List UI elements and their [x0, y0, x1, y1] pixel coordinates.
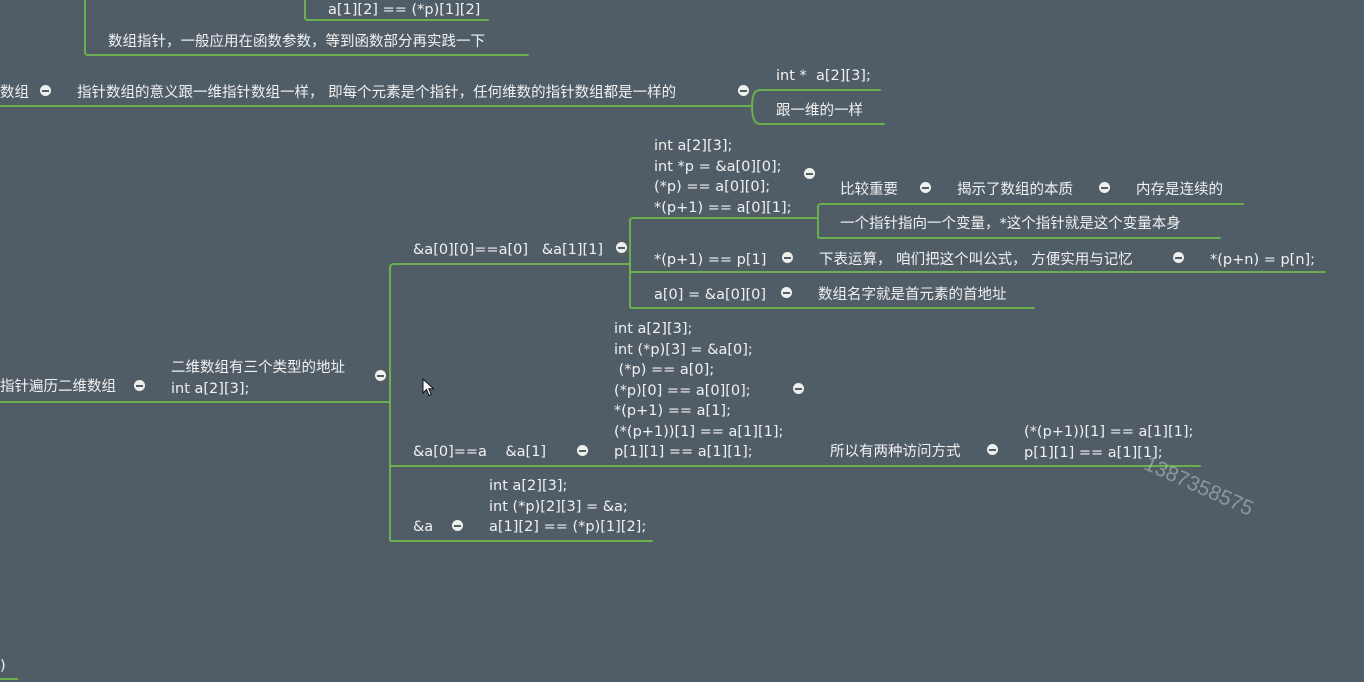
same-as-1d-node[interactable]: 跟一维的一样	[776, 103, 863, 119]
bottom-tail-node[interactable]: )	[0, 658, 6, 674]
bottom-branch	[0, 678, 18, 680]
reveal-essence-node[interactable]: 揭示了数组的本质	[957, 182, 1073, 198]
link-elem-spine	[629, 217, 1326, 309]
elem-code-node[interactable]: int a[2][3]; int *p = &a[0][0]; (*p) == …	[654, 138, 792, 216]
collapse-toggle-icon[interactable]	[782, 252, 793, 263]
whole-code-node[interactable]: int a[2][3]; int (*p)[2][3] = &a; a[1][2…	[489, 478, 647, 535]
collapse-toggle-icon[interactable]	[804, 168, 815, 179]
row-address-node[interactable]: &a[0]==a &a[1]	[413, 444, 547, 460]
subscript-formula-node[interactable]: 下表运算， 咱们把这个叫公式， 方便实用与记忆	[819, 252, 1133, 268]
subscript-expr-node[interactable]: *(p+1) == p[1]	[654, 252, 767, 268]
two-access-ways-node[interactable]: 所以有两种访问方式	[830, 444, 961, 460]
elem-address-node[interactable]: &a[0][0]==a[0] &a[1][1]	[413, 242, 604, 258]
collapse-toggle-icon[interactable]	[616, 242, 627, 253]
link-important	[817, 203, 1244, 239]
collapse-toggle-icon[interactable]	[738, 85, 749, 96]
collapse-toggle-icon[interactable]	[40, 85, 51, 96]
three-address-types-node[interactable]: 二维数组有三个类型的地址 int a[2][3];	[171, 360, 345, 397]
collapse-toggle-icon[interactable]	[793, 383, 804, 394]
memory-contiguous-node[interactable]: 内存是连续的	[1136, 182, 1223, 198]
collapse-toggle-icon[interactable]	[375, 370, 386, 381]
top-expr-node[interactable]: a[1][2] == (*p)[1][2]	[328, 2, 481, 18]
pointer-to-var-node[interactable]: 一个指针指向一个变量，*这个指针就是这个变量本身	[840, 216, 1181, 232]
a0-expr-node[interactable]: a[0] = &a[0][0]	[654, 287, 767, 303]
two-access-code-node[interactable]: (*(p+1))[1] == a[1][1]; p[1][1] == a[1][…	[1024, 424, 1194, 461]
collapse-toggle-icon[interactable]	[577, 445, 588, 456]
whole-address-node[interactable]: &a	[413, 519, 434, 535]
pointer-array-node[interactable]: 数组	[0, 85, 29, 101]
link-addr-spine	[389, 263, 1201, 542]
row-code-node[interactable]: int a[2][3]; int (*p)[3] = &a[0]; (*p) =…	[614, 321, 784, 460]
collapse-toggle-icon[interactable]	[1173, 252, 1184, 263]
collapse-toggle-icon[interactable]	[987, 444, 998, 455]
p-n-formula-node[interactable]: *(p+n) = p[n];	[1210, 252, 1316, 268]
collapse-toggle-icon[interactable]	[920, 182, 931, 193]
collapse-toggle-icon[interactable]	[134, 380, 145, 391]
traverse-2d-node[interactable]: 指针遍历二维数组	[0, 379, 116, 395]
important-node[interactable]: 比较重要	[840, 182, 898, 198]
array-name-first-node[interactable]: 数组名字就是首元素的首地址	[818, 287, 1007, 303]
link-root-top	[84, 0, 529, 56]
link-pa-children	[751, 89, 885, 125]
pointer-array-desc-node[interactable]: 指针数组的意义跟一维指针数组一样， 即每个元素是个指针，任何维数的指针数组都是一…	[77, 85, 677, 101]
link-top-expr	[304, 0, 489, 21]
mouse-pointer-icon	[422, 378, 435, 397]
collapse-toggle-icon[interactable]	[452, 520, 463, 531]
collapse-toggle-icon[interactable]	[781, 287, 792, 298]
collapse-toggle-icon[interactable]	[1099, 182, 1110, 193]
int-star-decl-node[interactable]: int * a[2][3];	[776, 68, 871, 84]
array-pointer-note-node[interactable]: 数组指针，一般应用在函数参数，等到函数部分再实践一下	[108, 34, 485, 50]
